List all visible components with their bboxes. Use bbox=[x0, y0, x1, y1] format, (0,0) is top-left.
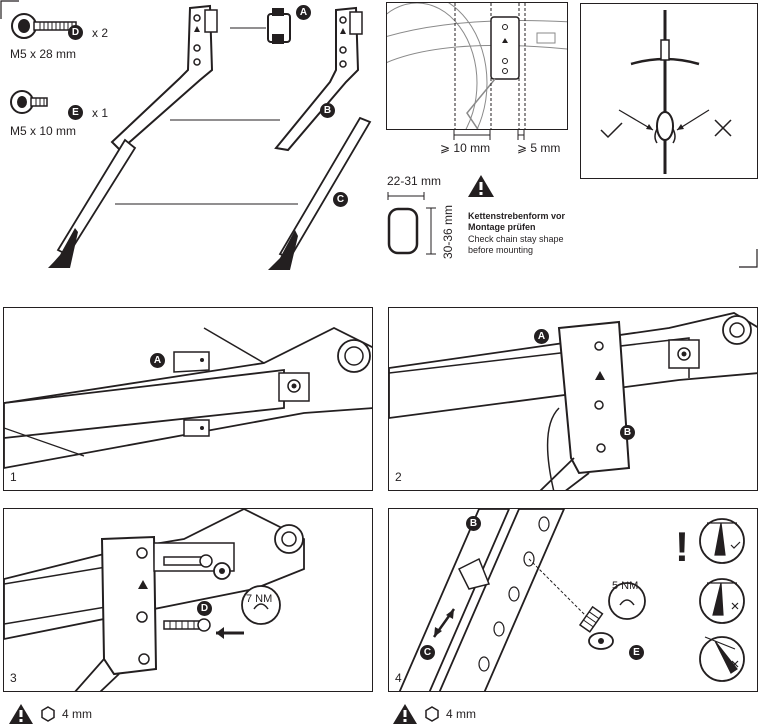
clearance-left-label: ⩾ 10 mm bbox=[440, 141, 491, 155]
badge-e: E bbox=[68, 105, 83, 120]
step-4-badge-b: B bbox=[466, 516, 481, 531]
step-2-number: 2 bbox=[395, 470, 402, 484]
step-4-torque: 5 NM bbox=[612, 580, 639, 592]
chainstay-warning-de-2: Montage prüfen bbox=[468, 222, 536, 232]
step-1-badge-a: A bbox=[150, 353, 165, 368]
chainstay-warning-en-2: before mounting bbox=[468, 245, 534, 255]
screw-d-label: M5 x 28 mm bbox=[10, 47, 77, 61]
step-3-torque: 7 NM bbox=[246, 593, 273, 605]
kickstand-parts-illustration bbox=[48, 4, 372, 270]
step-2-panel: A B 2 bbox=[388, 307, 758, 491]
badge-a-parts: A bbox=[296, 5, 311, 20]
screw-d-icon bbox=[11, 13, 77, 39]
chainstay-warning-de-1: Kettenstrebenform vor bbox=[468, 211, 566, 221]
step-4-panel: 5 NM ! B C E 4 bbox=[388, 508, 758, 692]
crop-mark-top-left bbox=[0, 0, 19, 19]
hex-key-icon bbox=[41, 706, 55, 722]
bike-topview-panel bbox=[580, 3, 758, 179]
tool-note-left: 4 mm bbox=[8, 703, 92, 725]
chainstay-width-label: 22-31 mm bbox=[387, 174, 442, 188]
warning-icon bbox=[393, 704, 417, 724]
chainstay-height-marker bbox=[426, 207, 436, 255]
step-4-drawing bbox=[398, 509, 745, 691]
badge-b-parts: B bbox=[320, 103, 335, 118]
badge-d: D bbox=[68, 25, 83, 40]
step-4-number: 4 bbox=[395, 671, 402, 685]
step-1-number: 1 bbox=[10, 470, 17, 484]
chainstay-height-label: 30-36 mm bbox=[441, 204, 455, 260]
check-icon bbox=[600, 122, 623, 139]
hex-key-icon bbox=[425, 706, 439, 722]
tool-size-right: 4 mm bbox=[446, 707, 476, 721]
fit-clearance-drawing bbox=[387, 3, 567, 129]
step-2-drawing bbox=[389, 312, 757, 490]
step-1-panel: A 1 bbox=[3, 307, 373, 491]
crop-mark-bottom-right bbox=[739, 249, 758, 268]
warning-icon bbox=[468, 175, 494, 197]
screw-d-qty: x 2 bbox=[92, 26, 109, 40]
screw-e-label: M5 x 10 mm bbox=[10, 124, 77, 138]
clearance-markers bbox=[453, 130, 525, 140]
cross-icon bbox=[714, 119, 732, 137]
step-3-badge-d: D bbox=[197, 601, 212, 616]
badge-c-parts: C bbox=[333, 192, 348, 207]
chainstay-warning-en-1: Check chain stay shape bbox=[468, 234, 564, 244]
chainstay-width-marker bbox=[387, 192, 425, 200]
step-3-number: 3 bbox=[10, 671, 17, 685]
chainstay-shape-icon bbox=[387, 207, 419, 255]
clearance-right-label: ⩾ 5 mm bbox=[517, 141, 561, 155]
step-1-drawing bbox=[4, 326, 372, 469]
step-4-badge-c: C bbox=[420, 645, 435, 660]
step-3-drawing bbox=[4, 509, 305, 691]
step-4-badge-e: E bbox=[629, 645, 644, 660]
screw-e-icon bbox=[10, 90, 48, 114]
step-2-badge-a: A bbox=[534, 329, 549, 344]
step-2-badge-b: B bbox=[620, 425, 635, 440]
fit-clearance-diagram bbox=[386, 2, 568, 130]
step-4-exclaim: ! bbox=[675, 523, 689, 570]
step-3-panel: 7 NM D 3 bbox=[3, 508, 373, 692]
bike-topview-drawing bbox=[600, 10, 732, 174]
screw-e-qty: x 1 bbox=[92, 106, 109, 120]
tool-note-right: 4 mm bbox=[392, 703, 476, 725]
tool-size-left: 4 mm bbox=[62, 707, 92, 721]
warning-icon bbox=[9, 704, 33, 724]
